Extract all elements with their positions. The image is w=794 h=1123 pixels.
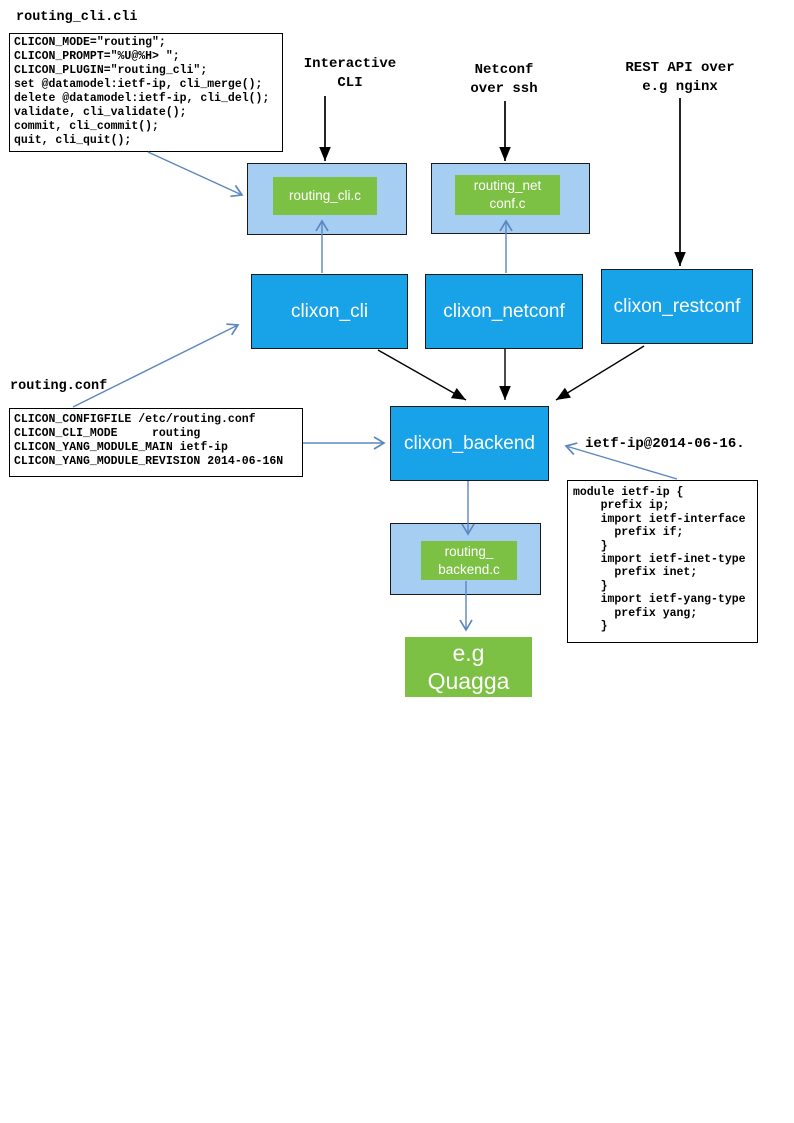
external-box-quagga: e.g Quagga: [405, 637, 532, 697]
label-netconf-over-ssh: Netconf over ssh: [470, 62, 538, 97]
code-box-ietf-ip-yang: module ietf-ip { prefix ip; import ietf-…: [567, 480, 758, 643]
process-box-clixon-netconf: clixon_netconf: [425, 274, 583, 349]
arrow-restconf-to-backend: [555, 345, 645, 401]
code-box-routing-cli-cli: CLICON_MODE="routing"; CLICON_PROMPT="%U…: [9, 33, 283, 152]
arrow-cli-file-to-plugin: [147, 151, 244, 198]
code-box-routing-conf: CLICON_CONFIGFILE /etc/routing.conf CLIC…: [9, 408, 303, 477]
plugin-box-routing-netconf-c: routing_net conf.c: [455, 175, 560, 215]
process-box-clixon-backend: clixon_backend: [390, 406, 549, 481]
plugin-box-routing-backend-c: routing_ backend.c: [421, 541, 517, 580]
arrow-conf-to-clixon-cli: [72, 323, 240, 408]
plugin-box-routing-cli-c: routing_cli.c: [273, 177, 377, 215]
file-label-ietf-ip-yang: ietf-ip@2014-06-16.: [585, 436, 745, 452]
label-interactive-cli: Interactive CLI: [303, 56, 397, 91]
arrow-cli-to-backend: [377, 349, 467, 401]
process-box-clixon-restconf: clixon_restconf: [601, 269, 753, 344]
process-box-clixon-cli: clixon_cli: [251, 274, 408, 349]
file-label-routing-cli-cli: routing_cli.cli: [16, 10, 138, 25]
file-label-routing-conf: routing.conf: [10, 379, 108, 394]
label-rest-api-nginx: REST API over e.g nginx: [625, 60, 735, 95]
